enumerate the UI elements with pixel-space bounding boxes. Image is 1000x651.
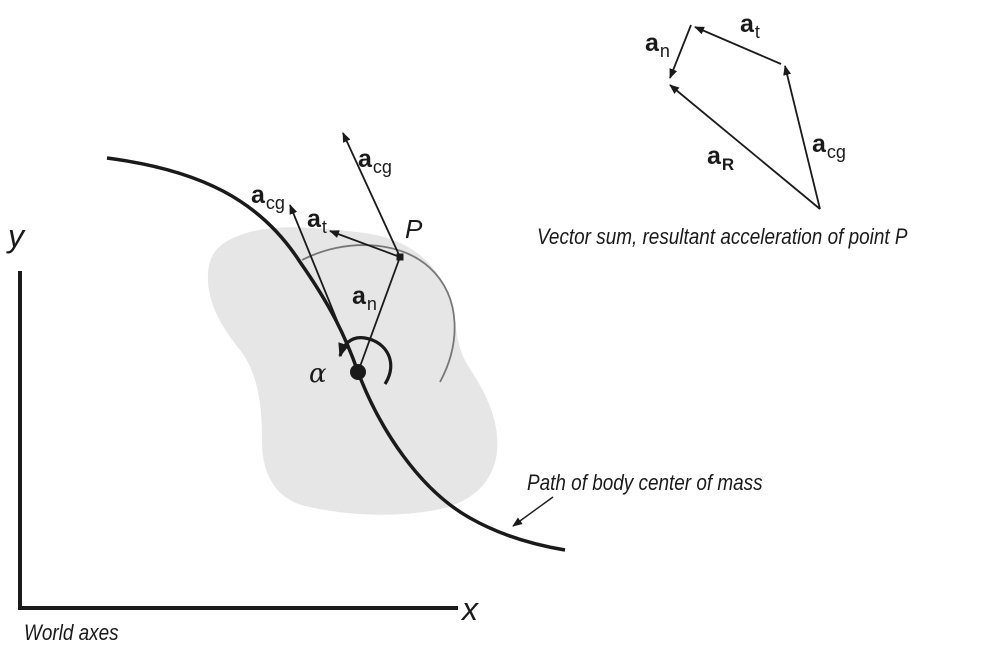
label-a-t-sum: at — [740, 10, 760, 42]
p-rotation-arc — [301, 244, 456, 383]
label-a-r-sum: aR — [707, 142, 735, 174]
label-axis-y: y — [8, 218, 24, 254]
label-axis-x: x — [462, 591, 478, 627]
vector-sum-diagram — [669, 24, 821, 210]
a-t-arrow — [329, 230, 401, 258]
path-caption-leader — [512, 496, 554, 527]
cg-dot — [350, 364, 366, 380]
sum-a-cg-arrow — [783, 65, 821, 210]
label-path-caption: Path of body center of mass — [527, 470, 763, 495]
sum-a-n-arrow — [669, 24, 692, 79]
label-a-t-body: at — [307, 205, 327, 237]
point-p-marker — [396, 253, 404, 261]
alpha-arc-arrow — [338, 336, 393, 385]
label-world-axes: World axes — [24, 620, 119, 645]
label-a-cg-left: acg — [251, 181, 285, 213]
label-a-n-sum: an — [645, 29, 670, 61]
label-a-cg-sum: acg — [812, 130, 846, 162]
label-sum-caption: Vector sum, resultant acceleration of po… — [537, 224, 908, 249]
world-axes — [18, 271, 458, 610]
label-point-p: P — [405, 214, 423, 244]
label-a-n-body: an — [352, 282, 377, 314]
label-alpha: α — [309, 359, 327, 389]
label-a-cg-top: acg — [358, 145, 392, 177]
sum-a-t-arrow — [694, 26, 782, 65]
a-cg-arrow-from-p — [342, 132, 401, 258]
sum-a-r-arrow — [669, 84, 821, 210]
a-n-line — [357, 256, 401, 373]
